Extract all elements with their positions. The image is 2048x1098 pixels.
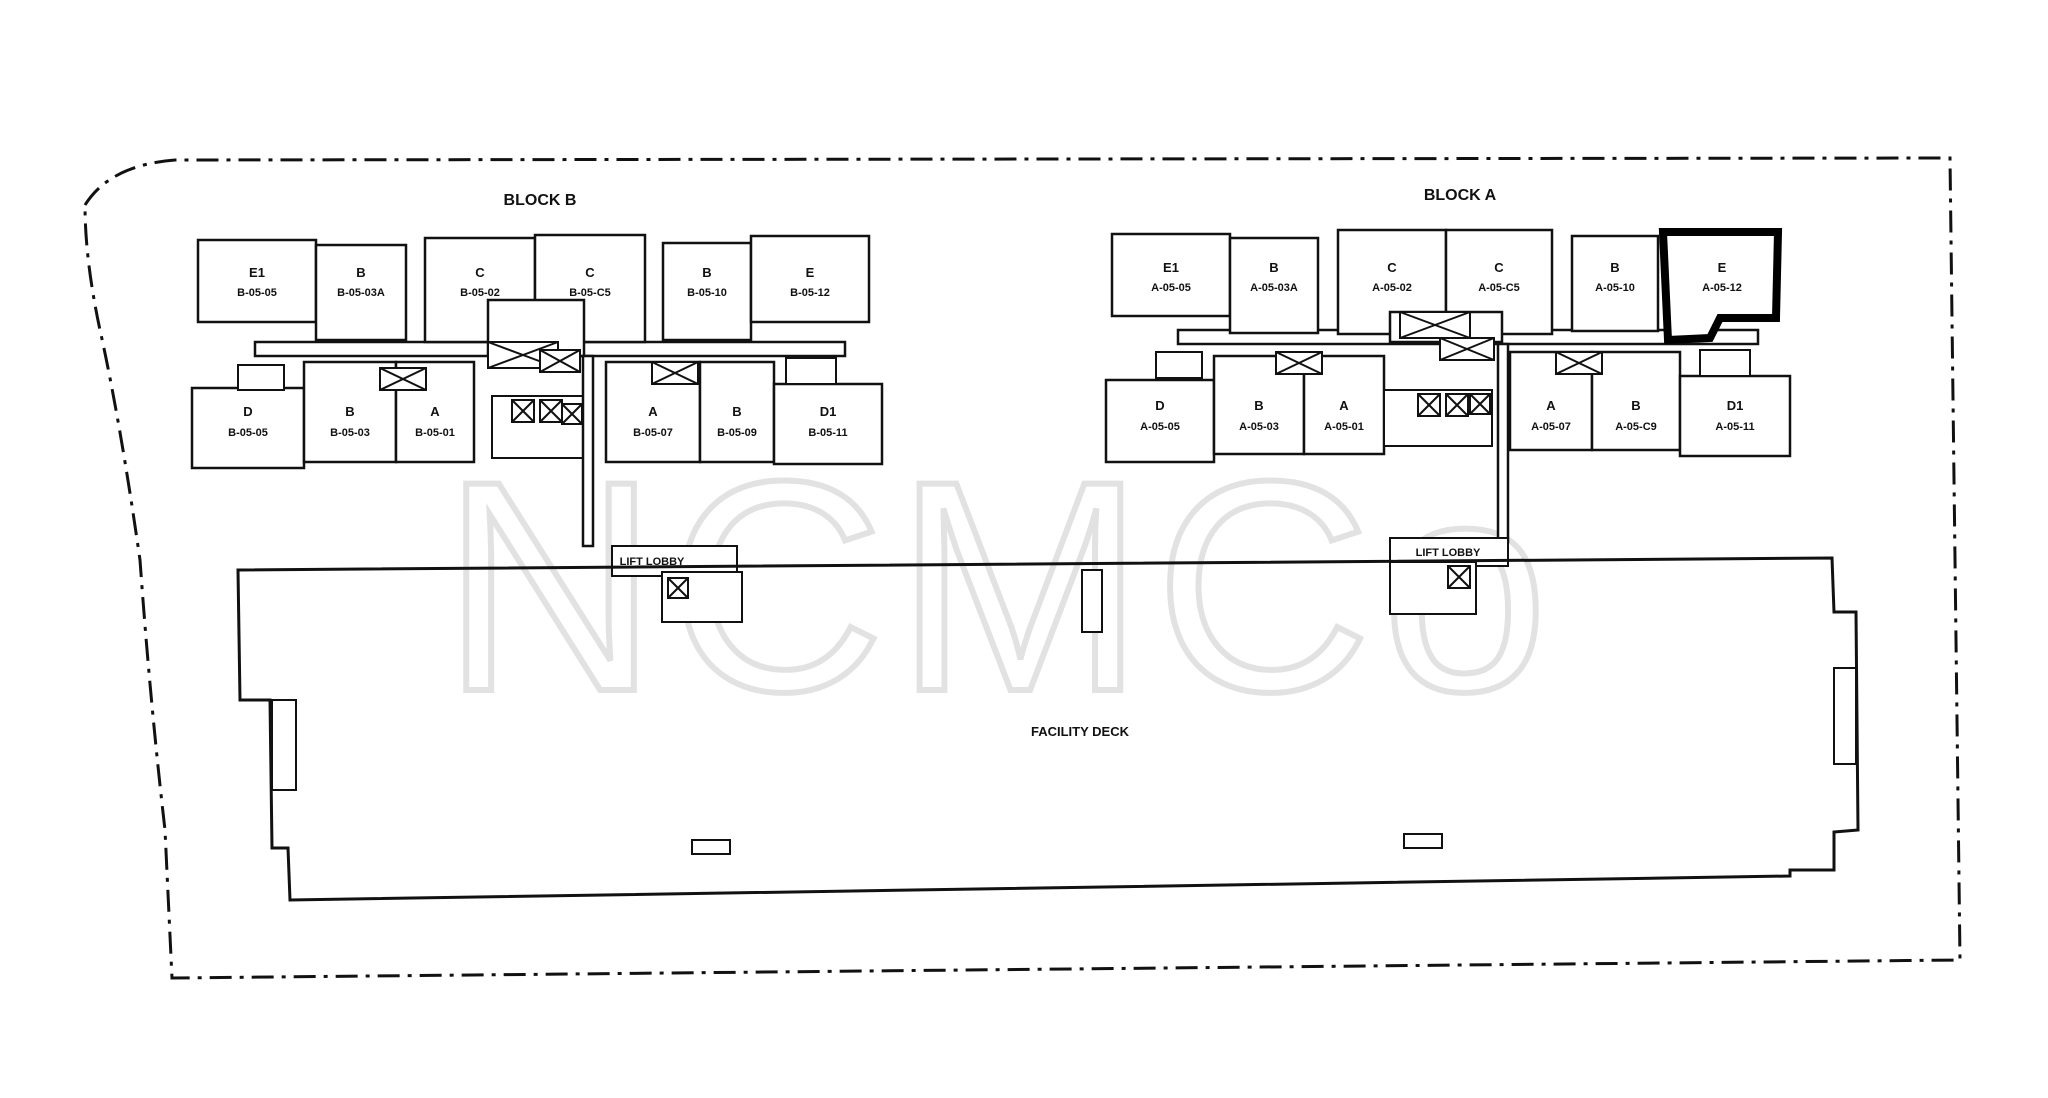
unit-b-top-5[interactable]: B B-05-10 [661,241,753,342]
unit-type: C [1387,260,1397,275]
unit-b-top-1[interactable]: E1 B-05-05 [196,238,318,324]
block-a-service-boxes [1155,349,1751,379]
unit-type: B [1269,260,1278,275]
block-b: BLOCK B E1 B-05-05 B B-05-03A C B-05-02 … [190,192,884,623]
block-b-stair-core [491,395,585,459]
block-a: BLOCK A E1 A-05-05 B A-05-03A C A-05-02 … [1104,187,1792,615]
unit-code: B-05-12 [790,287,830,299]
unit-code: A-05-07 [1531,421,1571,433]
unit-a-bottom-6[interactable]: D1 A-05-11 [1678,374,1792,458]
unit-type: A [1546,398,1556,413]
unit-code: A-05-C5 [1478,282,1520,294]
block-a-link-bridge [1496,342,1510,544]
unit-type: E [1718,260,1727,275]
unit-code: A-05-03A [1250,282,1298,294]
unit-a-top-1[interactable]: E1 A-05-05 [1110,232,1232,318]
block-a-label: BLOCK A [1424,187,1497,204]
unit-type: B [732,404,741,419]
unit-b-top-6[interactable]: E B-05-12 [749,234,871,324]
unit-a-top-2[interactable]: B A-05-03A [1228,236,1320,335]
unit-code: A-05-10 [1595,282,1635,294]
watermark-text: NCMCo [442,418,1559,754]
unit-type: D [243,404,252,419]
unit-type: A [1339,398,1349,413]
unit-type: B [356,265,365,280]
unit-code: B-05-07 [633,427,673,439]
unit-code: A-05-C9 [1615,421,1657,433]
unit-type: B [1631,398,1640,413]
unit-type: B [702,265,711,280]
unit-type: E1 [249,265,265,280]
unit-code: A-05-05 [1151,282,1191,294]
unit-b-bottom-1[interactable]: D B-05-05 [190,386,306,470]
unit-type: D1 [820,404,837,419]
unit-code: A-05-02 [1372,282,1412,294]
unit-type: E1 [1163,260,1179,275]
unit-b-top-2[interactable]: B B-05-03A [314,243,408,342]
block-b-label: BLOCK B [504,192,577,209]
unit-code: A-05-11 [1715,421,1754,433]
unit-code: B-05-03 [330,427,370,439]
site-boundary [83,156,1962,980]
unit-code: B-05-09 [717,427,757,439]
unit-type: B [1254,398,1263,413]
unit-type: D1 [1727,398,1744,413]
block-b-lift-lobby: LIFT LOBBY [611,545,743,623]
lift-lobby-label: LIFT LOBBY [1416,547,1481,559]
facility-deck-label: FACILITY DECK [1031,724,1130,739]
unit-code: A-05-12 [1702,282,1742,294]
unit-type: A [430,404,440,419]
unit-code: B-05-03A [337,287,385,299]
unit-code: B-05-10 [687,287,727,299]
block-b-lift-shafts [487,341,581,373]
facility-deck-outline [236,556,1860,902]
unit-code: A-05-05 [1140,421,1180,433]
unit-code: B-05-02 [460,287,500,299]
unit-code: A-05-03 [1239,421,1279,433]
block-a-stair-core [1383,389,1493,447]
unit-code: B-05-C5 [569,287,611,299]
facility-deck: FACILITY DECK [236,556,1860,902]
unit-a-top-5[interactable]: B A-05-10 [1570,234,1660,333]
unit-a-bottom-5[interactable]: B A-05-C9 [1590,350,1682,452]
block-a-lift-lobby: LIFT LOBBY [1389,537,1509,615]
facility-deck-fixtures [271,569,1857,855]
unit-code: B-05-05 [237,287,277,299]
unit-type: E [806,265,815,280]
unit-type: C [1494,260,1504,275]
unit-b-bottom-5[interactable]: B B-05-09 [698,360,776,464]
block-b-service-boxes [237,357,837,391]
unit-code: A-05-01 [1324,421,1364,433]
unit-a-top-6-highlighted[interactable]: E A-05-12 [1658,228,1783,345]
unit-code: B-05-05 [228,427,268,439]
unit-type: B [1610,260,1619,275]
unit-b-bottom-6[interactable]: D1 B-05-11 [772,382,884,466]
unit-type: C [585,265,595,280]
unit-a-bottom-1[interactable]: D A-05-05 [1104,378,1216,464]
unit-type: D [1155,398,1164,413]
block-b-link-bridge [581,354,595,548]
unit-code: B-05-11 [808,427,847,439]
block-a-lift-shafts [1399,311,1495,361]
unit-type: A [648,404,658,419]
unit-type: B [345,404,354,419]
unit-type: C [475,265,485,280]
lift-lobby-label: LIFT LOBBY [620,556,685,568]
unit-code: B-05-01 [415,427,455,439]
